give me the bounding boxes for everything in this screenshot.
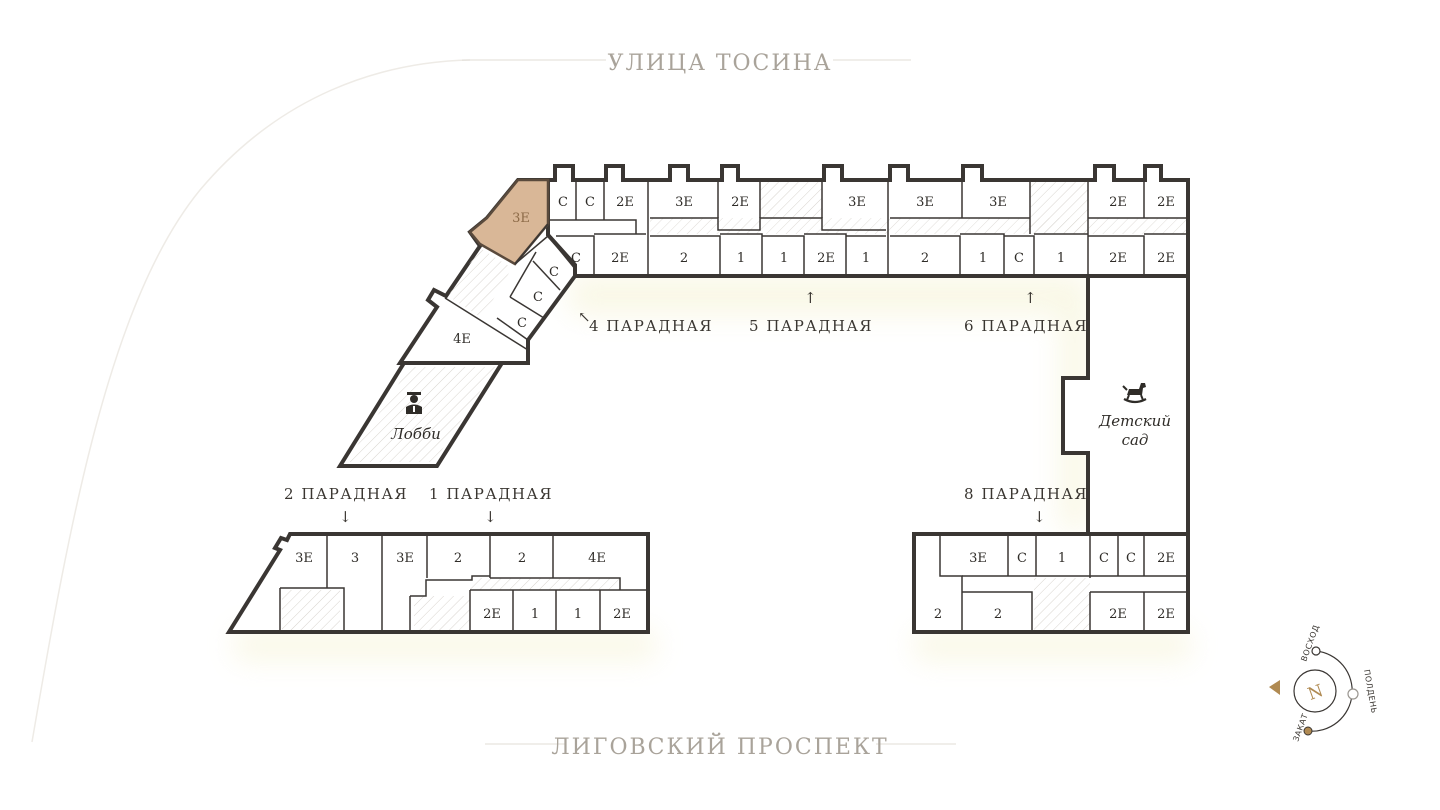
main-building xyxy=(336,164,1190,538)
compass: N ВОСХОД ПОЛДЕНЬ ЗАКАТ xyxy=(1269,624,1379,743)
entrance-4-arrow: ↖ xyxy=(578,308,592,326)
unit-label[interactable]: С xyxy=(1126,551,1136,566)
unit-label[interactable]: С xyxy=(549,265,559,280)
unit-label[interactable]: С xyxy=(1099,551,1109,566)
unit-label[interactable]: 3Е xyxy=(848,195,866,210)
entrance-4-label[interactable]: 4 ПАРАДНАЯ xyxy=(589,317,713,335)
kindergarten-label-1: Детский xyxy=(1098,412,1171,430)
top-wing-partitions xyxy=(548,180,1188,276)
unit-label[interactable]: С xyxy=(1014,251,1024,266)
unit-label[interactable]: 1 xyxy=(531,607,539,622)
unit-label[interactable]: 2Е xyxy=(817,251,835,266)
building-bottom-left xyxy=(225,532,650,634)
site-boundary xyxy=(31,59,471,743)
unit-label[interactable]: 3 xyxy=(351,551,359,566)
unit-label[interactable]: 2Е xyxy=(1109,195,1127,210)
street-top-label: УЛИЦА ТОСИНА xyxy=(608,51,833,76)
unit-label[interactable]: 3Е xyxy=(989,195,1007,210)
concierge-icon xyxy=(406,392,422,414)
unit-label[interactable]: 1 xyxy=(737,251,745,266)
rocking-horse-icon xyxy=(1122,383,1147,404)
entrance-6-arrow: ↑ xyxy=(1024,289,1038,307)
unit-label[interactable]: С xyxy=(533,290,543,305)
unit-label[interactable]: 2Е xyxy=(613,607,631,622)
unit-label[interactable]: 2Е xyxy=(1157,551,1175,566)
unit-label[interactable]: 2Е xyxy=(731,195,749,210)
unit-label[interactable]: 1 xyxy=(979,251,987,266)
unit-label[interactable]: 1 xyxy=(780,251,788,266)
unit-label[interactable]: 3Е xyxy=(396,551,414,566)
kindergarten[interactable] xyxy=(1061,274,1190,538)
unit-label[interactable]: 2 xyxy=(921,251,929,266)
entrance-2-label[interactable]: 2 ПАРАДНАЯ xyxy=(284,485,408,503)
noon-label: ПОЛДЕНЬ xyxy=(1362,669,1379,715)
unit-label[interactable]: 2Е xyxy=(1157,607,1175,622)
diagonal-wing-partitions xyxy=(444,223,577,351)
unit-label[interactable]: 2Е xyxy=(1157,251,1175,266)
unit-label[interactable]: 4Е xyxy=(453,332,471,347)
unit-label[interactable]: 2Е xyxy=(1109,251,1127,266)
unit-label[interactable]: С xyxy=(517,316,527,331)
unit-label[interactable]: 2Е xyxy=(1109,607,1127,622)
north-circle xyxy=(1293,669,1337,713)
unit-label[interactable]: 1 xyxy=(1057,251,1065,266)
sunrise-marker xyxy=(1311,646,1321,656)
unit-label[interactable]: 2 xyxy=(934,607,942,622)
unit-label[interactable]: 2 xyxy=(680,251,688,266)
unit-label[interactable]: 2 xyxy=(994,607,1002,622)
lobby-label: Лобби xyxy=(390,425,441,443)
unit-label[interactable]: С xyxy=(585,195,595,210)
kindergarten-label-2: сад xyxy=(1122,431,1149,449)
entrance-labels: ↖ 4 ПАРАДНАЯ ↑ 5 ПАРАДНАЯ ↑ 6 ПАРАДНАЯ 2… xyxy=(284,289,1088,526)
unit-label[interactable]: 2 xyxy=(454,551,462,566)
unit-label[interactable]: 3Е xyxy=(512,211,530,226)
unit-label[interactable]: 4Е xyxy=(588,551,606,566)
sunset-marker xyxy=(1303,726,1313,736)
entrance-5-arrow: ↑ xyxy=(804,289,818,307)
unit-label[interactable]: 2Е xyxy=(483,607,501,622)
entrance-8-arrow: ↓ xyxy=(1033,508,1047,526)
unit-label[interactable]: С xyxy=(558,195,568,210)
unit-label[interactable]: 3Е xyxy=(969,551,987,566)
unit-label[interactable]: 2 xyxy=(518,551,526,566)
unit-label[interactable]: С xyxy=(571,251,581,266)
entrance-8-label[interactable]: 8 ПАРАДНАЯ xyxy=(964,485,1088,503)
unit-label[interactable]: С xyxy=(1017,551,1027,566)
sunrise-label: ВОСХОД xyxy=(1299,624,1321,663)
entrance-1-arrow: ↓ xyxy=(484,508,498,526)
unit-label[interactable]: 3Е xyxy=(295,551,313,566)
unit-labels: 3Е С С 2Е С 2Е С С С 4Е 3Е 2Е 3Е 2 1 1 2… xyxy=(295,195,1175,622)
unit-label[interactable]: 3Е xyxy=(675,195,693,210)
entrance-2-arrow: ↓ xyxy=(339,508,353,526)
north-label: N xyxy=(1305,681,1326,705)
noon-marker xyxy=(1347,688,1359,700)
entrance-5-label[interactable]: 5 ПАРАДНАЯ xyxy=(749,317,873,335)
unit-selected[interactable] xyxy=(468,178,550,266)
unit-label[interactable]: 2Е xyxy=(616,195,634,210)
unit-label[interactable]: 3Е xyxy=(916,195,934,210)
unit-label[interactable]: 2Е xyxy=(1157,195,1175,210)
north-arrow-icon xyxy=(1269,680,1280,695)
unit-label[interactable]: 1 xyxy=(574,607,582,622)
building-bottom-right xyxy=(912,532,1190,634)
unit-label[interactable]: 1 xyxy=(862,251,870,266)
unit-label[interactable]: 1 xyxy=(1058,551,1066,566)
unit-label[interactable]: 2Е xyxy=(611,251,629,266)
street-bottom-label: ЛИГОВСКИЙ ПРОСПЕКТ xyxy=(551,732,888,760)
entrance-6-label[interactable]: 6 ПАРАДНАЯ xyxy=(964,317,1088,335)
entrance-1-label[interactable]: 1 ПАРАДНАЯ xyxy=(429,485,553,503)
